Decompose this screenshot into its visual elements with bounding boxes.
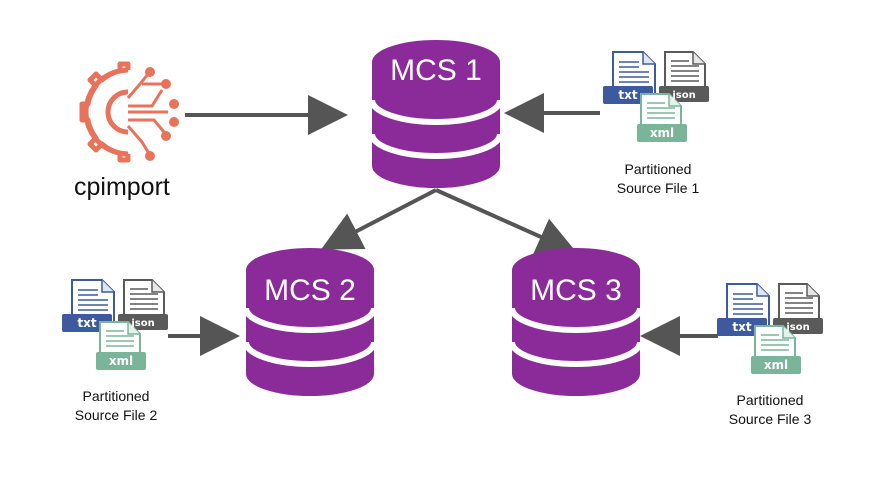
arrows (168, 93, 718, 356)
json-tag: json (130, 318, 154, 329)
source-2-caption-line2: Source File 2 (75, 407, 158, 423)
database-label: MCS 2 (264, 274, 356, 307)
txt-tag: txt (618, 88, 637, 102)
arrow-mcs1-to-mcs2 (320, 188, 437, 250)
database-mcs2: MCS 2 (246, 248, 374, 396)
json-tag: json (785, 322, 809, 333)
database-mcs3: MCS 3 (512, 248, 640, 396)
source-1-caption-line2: Source File 1 (617, 180, 700, 196)
source-3-caption-line2: Source File 3 (729, 411, 812, 427)
xml-tag: xml (764, 358, 788, 372)
arrow-mcs1-to-mcs3 (435, 188, 578, 256)
xml-tag: xml (650, 126, 674, 140)
json-tag: json (671, 90, 695, 101)
xml-tag: xml (109, 354, 133, 368)
source-file-group-2: txt json xml (61, 279, 169, 371)
txt-tag: txt (77, 316, 96, 330)
source-1-caption-line1: Partitioned (625, 161, 692, 177)
txt-tag: txt (732, 320, 751, 334)
database-label: MCS 1 (390, 54, 482, 87)
database-label: MCS 3 (530, 274, 622, 307)
cpimport-label: cpimport (74, 173, 170, 201)
source-2-caption-line1: Partitioned (83, 388, 150, 404)
database-mcs1: MCS 1 (372, 40, 500, 188)
cpimport-gear-icon (79, 61, 179, 163)
source-file-group-3: txt json xml (716, 283, 824, 375)
source-file-group-1: txt json xml (602, 51, 710, 143)
source-3-caption-line1: Partitioned (737, 392, 804, 408)
